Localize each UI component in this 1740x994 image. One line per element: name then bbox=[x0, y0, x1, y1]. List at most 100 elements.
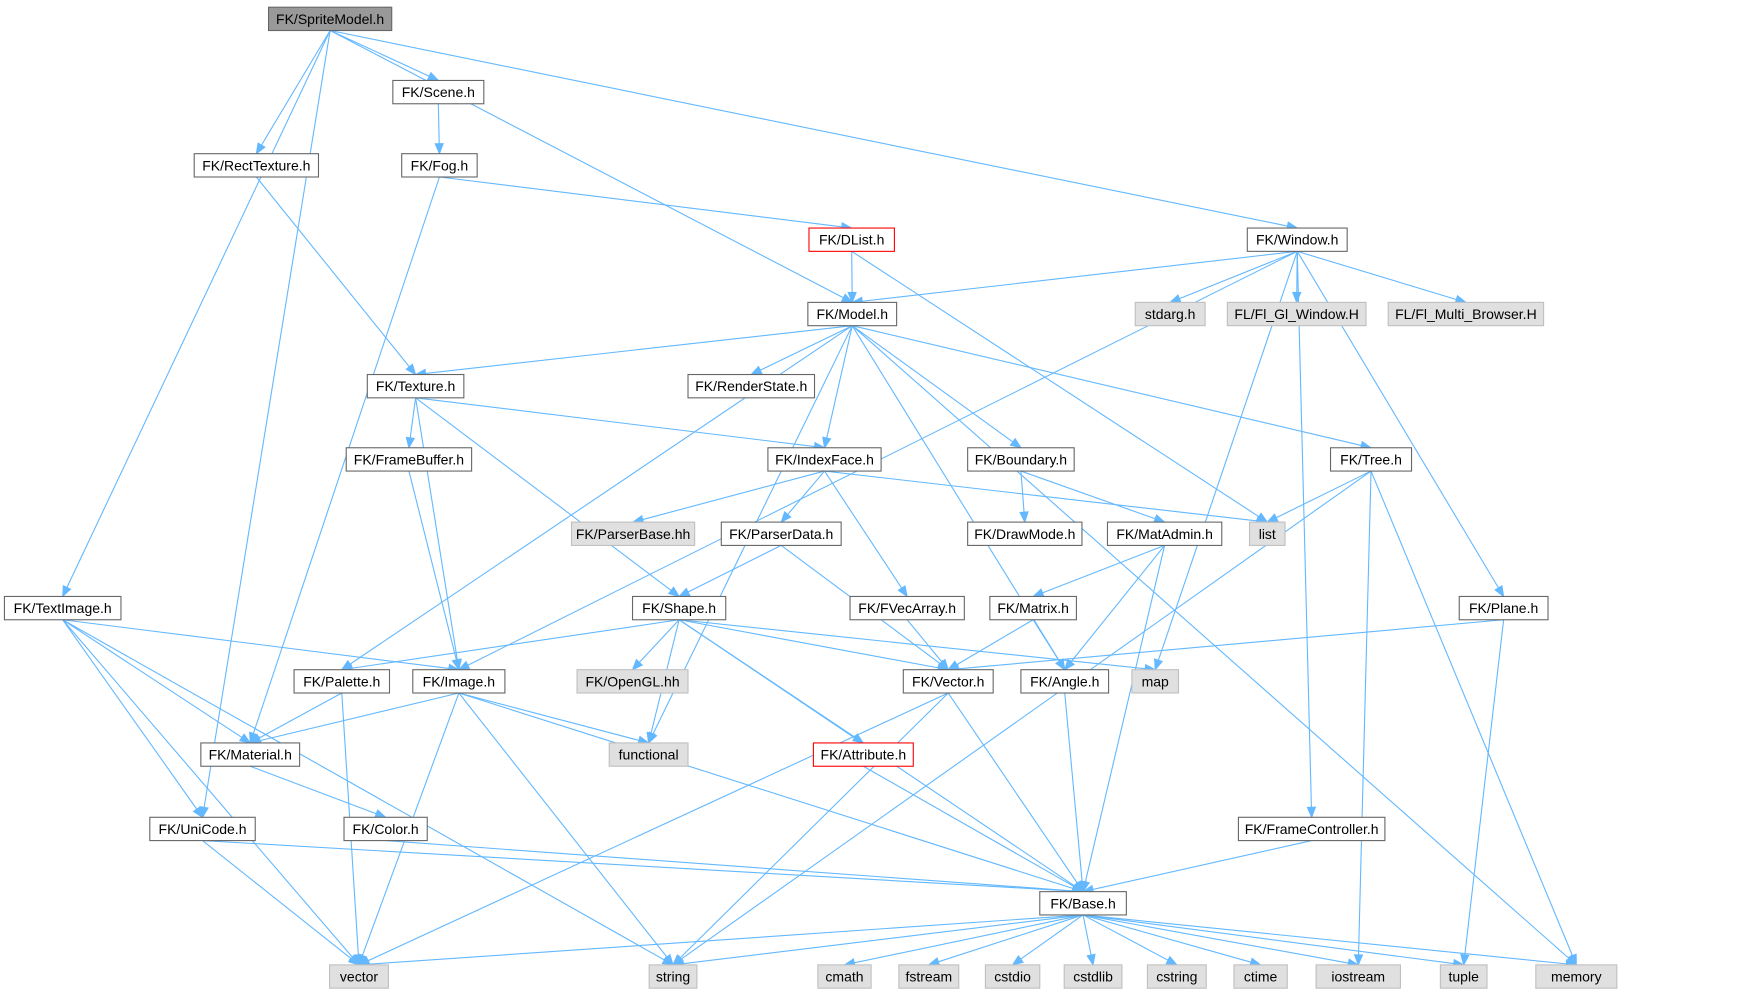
node-box-tuple bbox=[1439, 964, 1488, 989]
node-label-image: FK/Image.h bbox=[423, 673, 495, 689]
edge-shape-to-palette bbox=[351, 619, 680, 669]
edge-spritemodel-to-window bbox=[330, 29, 1288, 227]
node-textimage[interactable]: FK/TextImage.h bbox=[3, 595, 122, 621]
node-box-opengl bbox=[576, 669, 689, 694]
node-framebuffer[interactable]: FK/FrameBuffer.h bbox=[345, 447, 473, 472]
node-label-opengl: FK/OpenGL.hh bbox=[585, 673, 679, 689]
node-box-boundary bbox=[967, 447, 1075, 472]
node-label-tree: FK/Tree.h bbox=[1340, 451, 1402, 467]
node-label-ctime: ctime bbox=[1244, 969, 1278, 985]
edge-plane-to-tuple bbox=[1464, 619, 1505, 956]
node-shape[interactable]: FK/Shape.h bbox=[631, 595, 727, 621]
node-indexface[interactable]: FK/IndexFace.h bbox=[767, 447, 882, 472]
node-unicode[interactable]: FK/UniCode.h bbox=[149, 816, 256, 842]
node-label-indexface: FK/IndexFace.h bbox=[775, 451, 874, 467]
node-texture[interactable]: FK/Texture.h bbox=[366, 373, 465, 399]
node-plane[interactable]: FK/Plane.h bbox=[1458, 595, 1549, 621]
node-tuple: tuple bbox=[1439, 964, 1488, 989]
node-box-list bbox=[1248, 521, 1286, 546]
node-box-attribute bbox=[812, 742, 914, 767]
arrowhead-shape-to-functional bbox=[646, 731, 656, 745]
edge-base-to-ctime bbox=[1082, 914, 1252, 963]
node-boundary[interactable]: FK/Boundary.h bbox=[967, 447, 1075, 472]
node-fog[interactable]: FK/Fog.h bbox=[401, 153, 478, 178]
node-flglwindow: FL/Fl_Gl_Window.H bbox=[1226, 301, 1367, 327]
node-label-iostream: iostream bbox=[1331, 969, 1385, 985]
node-label-plane: FK/Plane.h bbox=[1469, 600, 1538, 616]
node-recttexture[interactable]: FK/RectTexture.h bbox=[193, 153, 320, 178]
node-window[interactable]: FK/Window.h bbox=[1246, 227, 1348, 252]
arrowhead-texture-to-shape bbox=[667, 586, 681, 598]
arrowhead-boundary-to-matadmin bbox=[1153, 514, 1166, 524]
node-fvecarray[interactable]: FK/FVecArray.h bbox=[849, 595, 965, 621]
node-label-matrix: FK/Matrix.h bbox=[997, 600, 1069, 616]
node-label-fog: FK/Fog.h bbox=[411, 157, 469, 173]
node-vector: vector bbox=[329, 964, 389, 989]
arrowhead-framebuffer-to-image bbox=[451, 658, 461, 672]
arrowhead-boundary-to-drawmode bbox=[1019, 511, 1029, 524]
node-framecontroller[interactable]: FK/FrameController.h bbox=[1237, 816, 1386, 842]
node-box-map bbox=[1131, 669, 1180, 694]
node-box-matrix bbox=[989, 595, 1077, 621]
node-label-string: string bbox=[656, 969, 690, 985]
node-label-flglwindow: FL/Fl_Gl_Window.H bbox=[1234, 306, 1358, 322]
node-matadmin[interactable]: FK/MatAdmin.h bbox=[1106, 521, 1223, 546]
edge-image-to-functional bbox=[458, 692, 640, 741]
node-material[interactable]: FK/Material.h bbox=[200, 742, 301, 767]
node-drawmode[interactable]: FK/DrawMode.h bbox=[967, 521, 1083, 546]
node-box-memory bbox=[1535, 964, 1618, 989]
edge-image-to-material bbox=[259, 692, 459, 742]
edge-image-to-base bbox=[458, 692, 1074, 890]
arrowhead-tree-to-iostream bbox=[1353, 954, 1364, 967]
node-base[interactable]: FK/Base.h bbox=[1039, 891, 1127, 916]
edge-indexface-to-parserdata bbox=[787, 470, 825, 515]
edge-scene-to-fog bbox=[437, 103, 440, 144]
arrowhead-shape-to-attribute bbox=[851, 733, 865, 744]
node-ctime: ctime bbox=[1233, 964, 1288, 989]
arrowhead-spritemodel-to-scene bbox=[426, 71, 440, 82]
node-label-framebuffer: FK/FrameBuffer.h bbox=[354, 451, 464, 467]
arrowhead-image-to-string bbox=[662, 953, 674, 966]
arrowhead-model-to-indexface bbox=[822, 436, 832, 450]
node-renderstate[interactable]: FK/RenderState.h bbox=[687, 373, 816, 399]
edge-shape-to-vector_h bbox=[679, 619, 939, 669]
node-tree[interactable]: FK/Tree.h bbox=[1329, 447, 1413, 472]
edge-angle-to-base bbox=[1064, 692, 1083, 882]
node-box-cstdlib bbox=[1063, 964, 1123, 989]
node-image[interactable]: FK/Image.h bbox=[412, 669, 506, 694]
node-spritemodel[interactable]: FK/SpriteModel.h bbox=[267, 6, 393, 32]
node-angle[interactable]: FK/Angle.h bbox=[1020, 669, 1110, 694]
node-dlist[interactable]: FK/DList.h bbox=[808, 227, 895, 252]
node-iostream: iostream bbox=[1315, 964, 1401, 989]
node-vector_h[interactable]: FK/Vector.h bbox=[902, 669, 994, 694]
node-label-palette: FK/Palette.h bbox=[303, 673, 380, 689]
node-label-textimage: FK/TextImage.h bbox=[14, 600, 112, 616]
edge-spritemodel-to-scene bbox=[329, 30, 430, 77]
edge-indexface-to-parserbase bbox=[642, 470, 825, 521]
arrowhead-base-to-cstdlib bbox=[1086, 953, 1096, 967]
edge-fog-to-dlist bbox=[439, 176, 842, 228]
node-palette[interactable]: FK/Palette.h bbox=[293, 669, 391, 694]
node-box-renderstate bbox=[687, 373, 816, 399]
node-label-vector: vector bbox=[340, 969, 378, 985]
edge-framebuffer-to-image bbox=[408, 470, 457, 661]
node-color[interactable]: FK/Color.h bbox=[343, 816, 428, 842]
edge-model-to-boundary bbox=[851, 325, 1014, 443]
node-model[interactable]: FK/Model.h bbox=[807, 301, 898, 327]
node-box-cstring bbox=[1146, 964, 1207, 989]
node-label-cstdlib: cstdlib bbox=[1073, 969, 1113, 985]
node-attribute[interactable]: FK/Attribute.h bbox=[812, 742, 914, 767]
arrowhead-indexface-to-fvecarray bbox=[897, 585, 908, 598]
node-parserdata[interactable]: FK/ParserData.h bbox=[720, 521, 842, 546]
node-label-attribute: FK/Attribute.h bbox=[821, 747, 907, 763]
arrowhead-window-to-stdarg bbox=[1168, 294, 1182, 303]
arrowhead-spritemodel-to-textimage bbox=[62, 584, 72, 598]
node-box-ctime bbox=[1233, 964, 1288, 989]
node-label-functional: functional bbox=[619, 747, 679, 763]
node-matrix[interactable]: FK/Matrix.h bbox=[989, 595, 1077, 621]
arrowhead-window-to-map bbox=[1154, 658, 1164, 671]
node-box-unicode bbox=[149, 816, 256, 842]
node-label-angle: FK/Angle.h bbox=[1030, 673, 1099, 689]
arrowhead-indexface-to-parserdata bbox=[780, 511, 792, 524]
node-scene[interactable]: FK/Scene.h bbox=[392, 79, 485, 105]
